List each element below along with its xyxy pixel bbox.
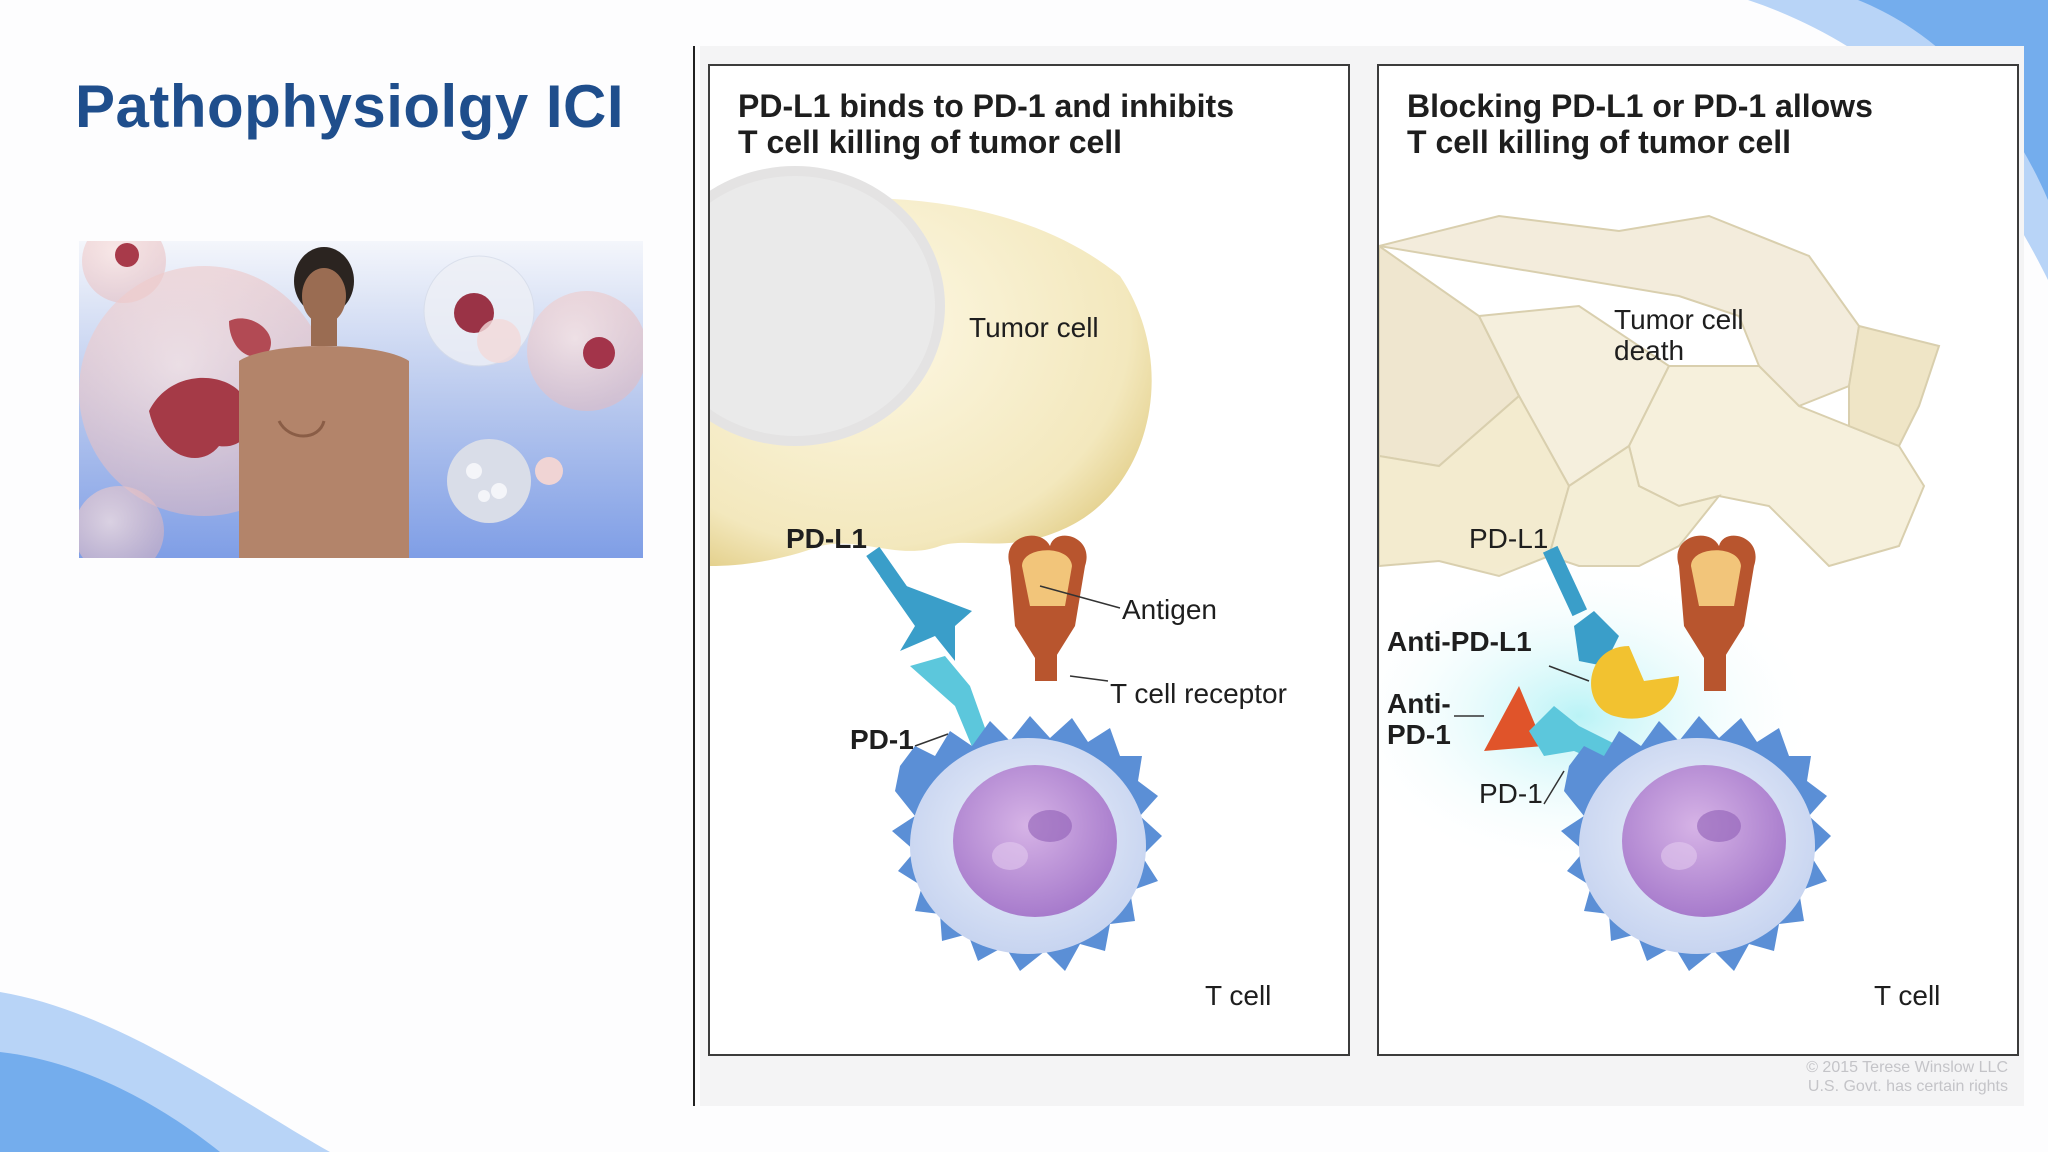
label-pd-1: PD-1 bbox=[1479, 778, 1543, 809]
label-anti-pd-1: Anti- PD-1 bbox=[1387, 688, 1451, 750]
label-anti-pd-l1: Anti-PD-L1 bbox=[1387, 626, 1532, 657]
copyright-notice: © 2015 Terese Winslow LLC U.S. Govt. has… bbox=[1806, 1059, 2008, 1095]
inhibition-illustration bbox=[710, 166, 1162, 971]
blocking-illustration bbox=[1379, 214, 1941, 971]
panel-title-blocking: Blocking PD-L1 or PD-1 allows T cell kil… bbox=[1407, 88, 1873, 160]
divider-line bbox=[693, 46, 695, 1106]
label-t-cell: T cell bbox=[1874, 980, 1941, 1011]
panel-inhibition: PD-L1 binds to PD-1 and inhibits T cell … bbox=[708, 64, 1350, 1056]
panel-title-inhibition: PD-L1 binds to PD-1 and inhibits T cell … bbox=[738, 88, 1234, 160]
label-t-cell-receptor: T cell receptor bbox=[1110, 678, 1287, 709]
pd-l1-diagram: PD-L1 binds to PD-1 and inhibits T cell … bbox=[700, 46, 2024, 1106]
label-tumor-cell: Tumor cell bbox=[969, 312, 1099, 343]
label-pd-l1: PD-L1 bbox=[786, 523, 867, 554]
woman-with-cells-illustration bbox=[79, 241, 643, 558]
label-tumor-cell-death: Tumor cell death bbox=[1614, 304, 1744, 366]
label-t-cell: T cell bbox=[1205, 980, 1272, 1011]
label-pd-1: PD-1 bbox=[850, 724, 914, 755]
label-pd-l1: PD-L1 bbox=[1469, 523, 1549, 554]
slide-title: Pathophysiolgy ICI bbox=[75, 73, 625, 140]
panel-blocking: Blocking PD-L1 or PD-1 allows T cell kil… bbox=[1377, 64, 2019, 1056]
corner-decoration-bottom-left bbox=[0, 992, 330, 1152]
label-antigen: Antigen bbox=[1122, 594, 1217, 625]
